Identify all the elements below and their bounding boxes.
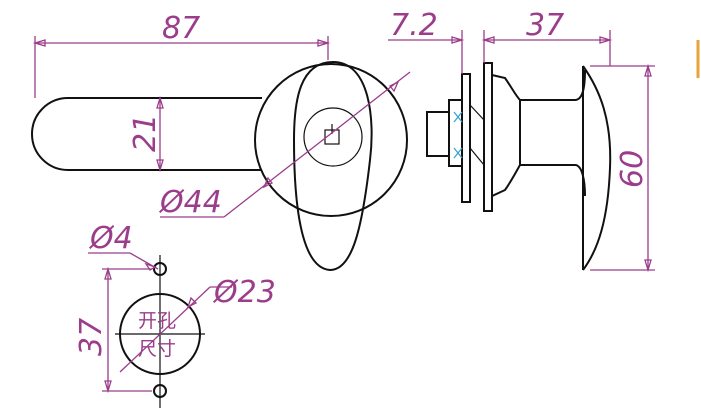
- cutout-view: 开孔 尺寸: [115, 255, 205, 408]
- dim-rosette-diameter: Ø44: [158, 71, 411, 220]
- label-hole-small: Ø4: [88, 221, 133, 256]
- cutout-label-line2: 尺寸: [138, 338, 176, 360]
- label-depth-large: 37: [526, 8, 564, 43]
- label-hole-spacing: 37: [74, 318, 109, 356]
- dim-hole-large: Ø23: [119, 275, 276, 373]
- rosette-circle: [254, 63, 408, 217]
- dim-depth-small: 7.2: [388, 8, 485, 74]
- dim-hole-small: Ø4: [88, 221, 159, 271]
- label-depth-small: 7.2: [390, 8, 438, 43]
- front-view: [31, 60, 408, 272]
- side-view: [426, 40, 700, 271]
- label-height: 60: [615, 150, 650, 188]
- dim-hole-spacing: 37: [74, 266, 152, 394]
- label-handle-width: 21: [128, 114, 163, 152]
- label-rosette-diameter: Ø44: [158, 185, 222, 220]
- cutout-label-line1: 开孔: [138, 310, 176, 332]
- handle-bar: [31, 97, 262, 171]
- dim-handle-width: 21: [128, 95, 164, 173]
- dim-handle-length: 87: [32, 11, 331, 98]
- teardrop-lever: [292, 60, 373, 272]
- label-handle-length: 87: [162, 11, 200, 46]
- dim-depth-large: 37: [481, 8, 613, 66]
- dim-height: 60: [590, 63, 655, 273]
- label-hole-large: Ø23: [212, 275, 276, 310]
- keyhole-plate: [303, 107, 363, 167]
